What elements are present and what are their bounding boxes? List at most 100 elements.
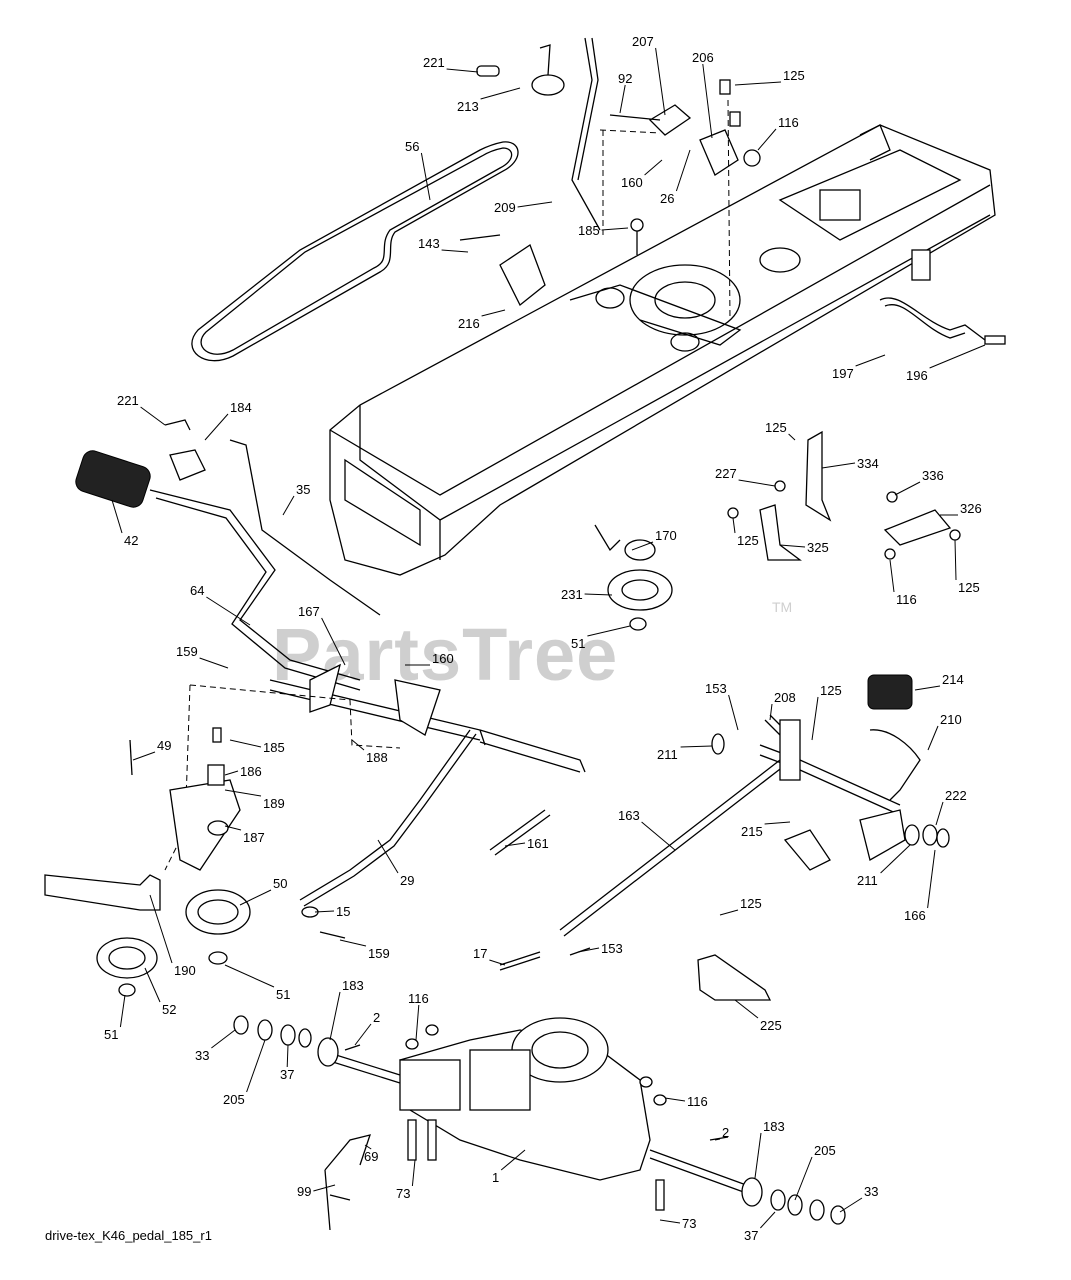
leader-line [738, 479, 776, 487]
callout-183: 183 [329, 978, 364, 1041]
part-number-label: 211 [657, 747, 678, 762]
brake-rod [879, 249, 1006, 345]
callout-185: 185 [578, 223, 629, 238]
callout-163: 163 [618, 808, 676, 851]
callout-186: 186 [224, 764, 262, 779]
part-number-label: 208 [774, 690, 796, 705]
part-number-label: 116 [778, 115, 799, 130]
callout-35: 35 [282, 482, 310, 516]
part-number-label: 205 [814, 1143, 836, 1158]
part-number-label: 197 [832, 366, 854, 381]
leader-line [446, 68, 479, 73]
part-number-label: 221 [423, 55, 445, 70]
part-number-label: 17 [473, 946, 487, 961]
leader-line [631, 541, 654, 551]
leader-line [757, 128, 777, 151]
leader-line [500, 1149, 526, 1171]
leader-line [282, 495, 295, 516]
leader-line [339, 939, 367, 947]
leader-line [779, 544, 806, 548]
leader-line [415, 1004, 420, 1041]
callout-184: 184 [204, 400, 252, 441]
leader-line [927, 849, 936, 909]
part-number-label: 183 [342, 978, 364, 993]
part-number-label: 35 [296, 482, 310, 497]
pedal-assembly [559, 674, 950, 937]
leader-line [149, 894, 173, 964]
part-number-label: 187 [243, 830, 265, 845]
part-number-label: 56 [405, 139, 419, 154]
leader-line [788, 433, 796, 441]
part-number-label: 216 [458, 316, 480, 331]
part-number-label: 207 [632, 34, 654, 49]
callout-185: 185 [229, 739, 285, 755]
leader-line [351, 739, 365, 751]
part-number-label: 33 [864, 1184, 878, 1199]
leader-line [601, 227, 629, 231]
callout-51: 51 [224, 964, 290, 1002]
callout-211: 211 [657, 745, 713, 762]
part-number-label: 42 [124, 533, 138, 548]
leader-line [224, 964, 275, 988]
callout-166: 166 [904, 849, 936, 923]
part-number-label: 1 [492, 1170, 499, 1185]
leader-line [364, 1144, 372, 1150]
upper-linkage [459, 37, 761, 321]
callout-213: 213 [457, 87, 521, 114]
leader-line [619, 84, 626, 114]
callout-125: 125 [765, 420, 796, 441]
leader-line [577, 947, 600, 953]
part-number-label: 334 [857, 456, 879, 471]
leader-line [229, 739, 262, 748]
frame [329, 124, 996, 576]
leader-line [211, 1029, 236, 1049]
callout-99: 99 [297, 1184, 336, 1199]
leader-line [734, 999, 759, 1019]
part-number-label: 125 [737, 533, 759, 548]
part-number-label: 336 [922, 468, 944, 483]
leader-line [734, 81, 782, 86]
leader-line [675, 149, 691, 192]
leader-line [664, 1097, 686, 1102]
part-number-label: 49 [157, 738, 171, 753]
leader-line [680, 745, 713, 748]
callout-159: 159 [176, 644, 229, 669]
part-number-label: 125 [783, 68, 805, 83]
callout-2: 2 [354, 1010, 380, 1046]
part-number-label: 161 [527, 836, 549, 851]
part-number-label: 209 [494, 200, 516, 215]
part-number-label: 166 [904, 908, 926, 923]
leader-line [199, 657, 229, 669]
callout-37: 37 [280, 1044, 294, 1082]
leader-line [132, 751, 156, 761]
part-number-label: 159 [368, 946, 390, 961]
part-number-label: 190 [174, 963, 196, 978]
part-number-label: 325 [807, 540, 829, 555]
callout-225: 225 [734, 999, 782, 1033]
callout-160: 160 [405, 651, 454, 666]
part-number-label: 184 [230, 400, 252, 415]
part-number-label: 116 [687, 1094, 708, 1109]
leader-line [839, 1197, 863, 1213]
leader-line [224, 789, 262, 797]
part-number-label: 153 [601, 941, 623, 956]
leader-line [481, 309, 506, 317]
callout-1: 1 [492, 1149, 526, 1185]
callout-206: 206 [692, 50, 714, 139]
callout-33: 33 [195, 1029, 236, 1063]
part-number-label: 163 [618, 808, 640, 823]
callout-49: 49 [132, 738, 171, 761]
part-number-label: 186 [240, 764, 262, 779]
leader-line [644, 159, 663, 176]
part-number-label: 51 [276, 987, 290, 1002]
callout-189: 189 [224, 789, 285, 811]
callout-143: 143 [418, 236, 469, 253]
callout-29: 29 [377, 839, 414, 888]
part-number-label: 33 [195, 1048, 209, 1063]
part-number-label: 2 [722, 1125, 729, 1140]
callout-326: 326 [940, 501, 982, 516]
callout-153: 153 [577, 941, 623, 956]
callout-209: 209 [494, 200, 553, 215]
callout-190: 190 [149, 894, 196, 978]
callout-125: 125 [719, 896, 762, 916]
